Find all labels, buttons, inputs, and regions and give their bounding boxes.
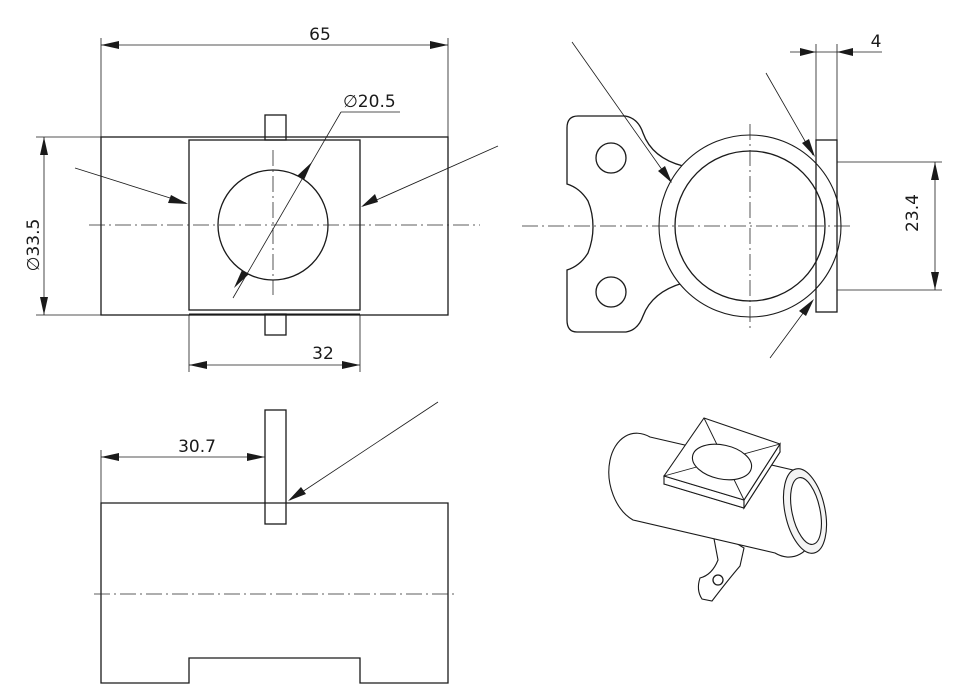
leader-line (571, 41, 671, 182)
arrowhead (101, 453, 119, 461)
dim-tab-height: 23.4 (903, 194, 923, 232)
side-view: 4 23.4 (522, 32, 942, 359)
leader-line (289, 401, 439, 501)
arrowhead (40, 137, 48, 155)
arrowhead (342, 361, 360, 369)
arrowhead (802, 139, 815, 157)
arrowhead (40, 297, 48, 315)
arrowhead (799, 299, 814, 316)
iso-cylinder-end-inner (790, 477, 822, 545)
top-view: 30.7 (94, 401, 458, 684)
front-tab-top (264, 114, 287, 141)
iso-hole (691, 443, 753, 481)
dimension-line-hole-diameter (232, 111, 342, 299)
dim-body-diameter: ∅33.5 (24, 219, 44, 272)
dim-overall-width: 65 (309, 25, 331, 45)
side-tab-profile (566, 115, 684, 333)
front-body-outline (100, 136, 449, 316)
arrowhead (658, 166, 672, 183)
arrowhead (297, 162, 312, 180)
arrowhead (361, 194, 378, 207)
side-mount-hole-top (595, 142, 627, 174)
isometric-view (608, 417, 828, 602)
dim-tab-thickness: 4 (871, 32, 882, 52)
top-tab (264, 409, 287, 525)
front-tab-bottom (264, 313, 287, 336)
leader-line (362, 145, 499, 207)
arrowhead (168, 195, 188, 204)
arrowhead (837, 48, 853, 56)
dim-tab-offset: 30.7 (178, 437, 216, 457)
dim-plate-width: 32 (312, 344, 334, 364)
side-mount-hole-bottom (595, 276, 627, 308)
front-view: 65 ∅20.5 ∅33.5 32 (24, 25, 499, 372)
arrowhead (247, 453, 265, 461)
leader-line (74, 167, 187, 204)
arrowhead (234, 270, 249, 288)
arrowhead (800, 48, 816, 56)
arrowhead (931, 162, 939, 180)
arrowhead (189, 361, 207, 369)
dim-hole-diameter: ∅20.5 (343, 92, 396, 112)
iso-bracket-tab (697, 526, 745, 602)
iso-bracket-hole (712, 574, 724, 586)
top-body-outline (100, 502, 449, 684)
arrowhead (931, 272, 939, 290)
arrowhead (288, 487, 306, 501)
arrowhead (101, 41, 119, 49)
arrowhead (430, 41, 448, 49)
